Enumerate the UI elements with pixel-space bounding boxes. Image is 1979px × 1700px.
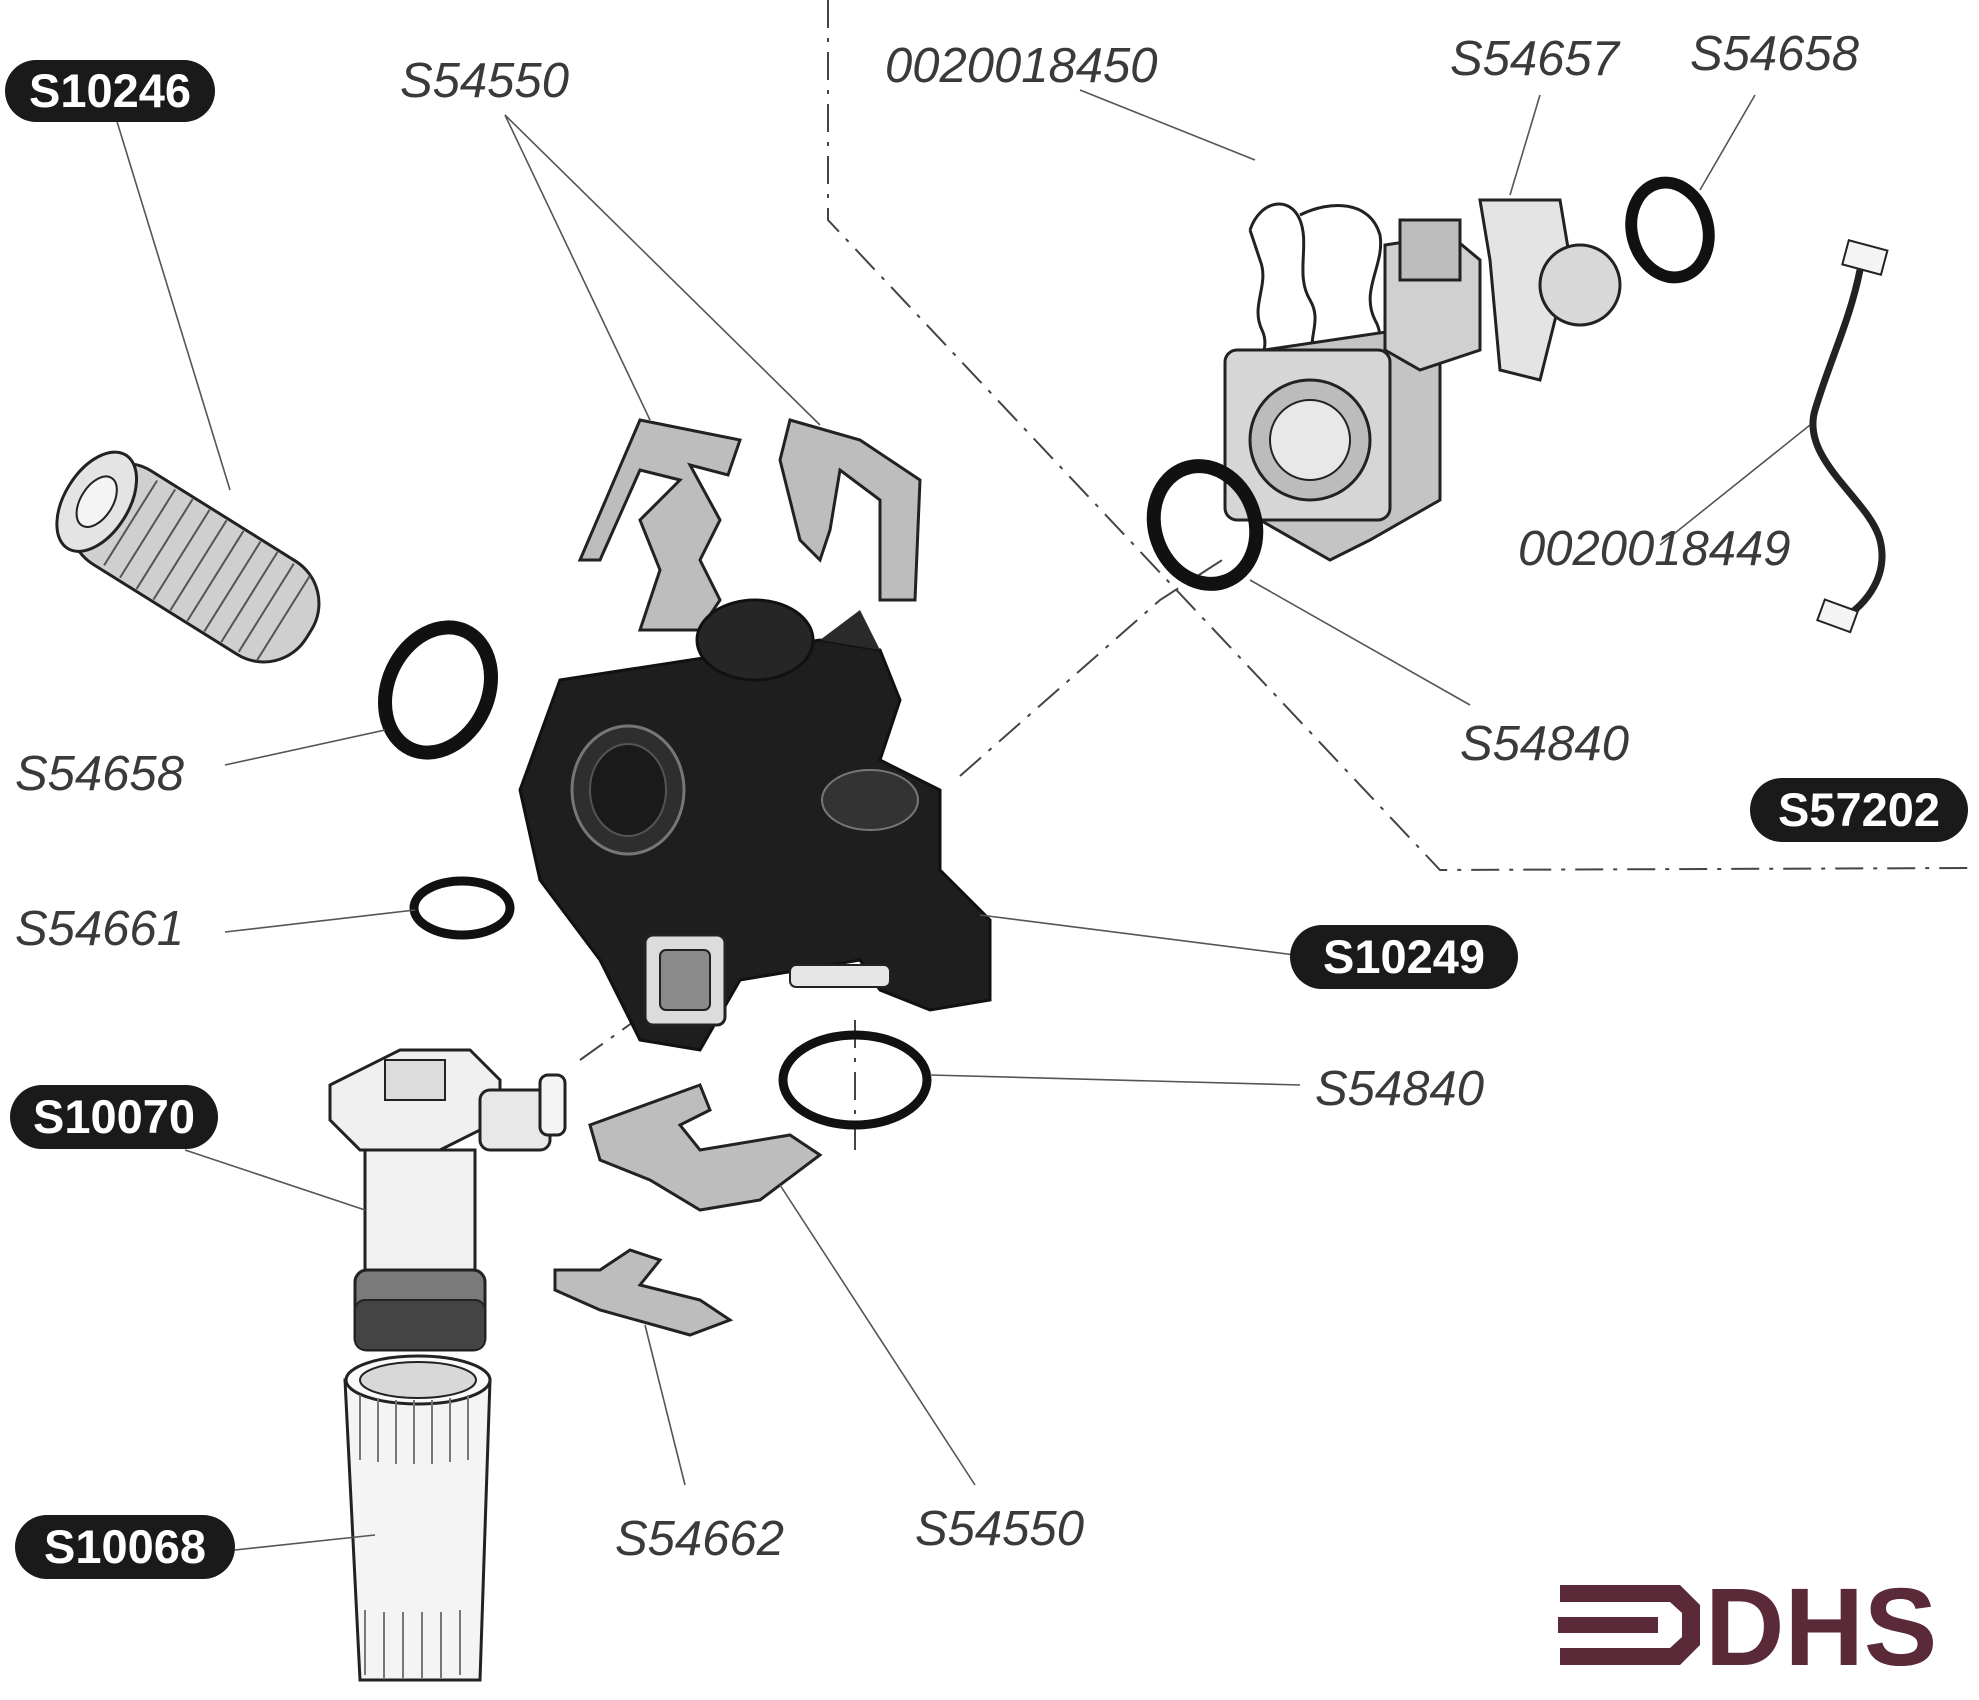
nozzle-cap-s10068: [343, 1354, 492, 1682]
o-ring-s54840-top: [1146, 459, 1264, 591]
label-s57202-text: S57202: [1778, 783, 1940, 836]
o-ring-s54658-top: [1625, 176, 1715, 284]
label-s10070-text: S10070: [33, 1090, 195, 1143]
label-s54658-left: S54658: [15, 747, 184, 801]
label-s10070: S10070: [10, 1085, 218, 1149]
label-s10249-text: S10249: [1323, 930, 1485, 983]
dhs-logo: DHS: [1558, 1566, 1937, 1689]
cable-0020018449: [1809, 239, 1889, 634]
dhs-logo-mark: [1560, 1585, 1700, 1665]
label-0020018450: 0020018450: [885, 39, 1158, 93]
label-s10246: S10246: [5, 60, 215, 122]
clips-s54550-top: [577, 418, 922, 632]
leader-lines: [114, 89, 1811, 1551]
dhs-logo-text: DHS: [1705, 1566, 1937, 1689]
filter-cartridge: [55, 450, 321, 664]
label-s54550-bottom: S54550: [915, 1502, 1084, 1556]
label-s10246-text: S10246: [29, 64, 191, 117]
label-s54550-top: S54550: [400, 54, 569, 108]
actuator-s54657: [1223, 198, 1622, 562]
o-ring-s54840-middle: [778, 1030, 932, 1130]
clip-s54662: [553, 1248, 734, 1337]
fitting-s10070: [328, 1048, 567, 1352]
label-s54658-top: S54658: [1690, 27, 1859, 81]
o-ring-s54658-left: [378, 620, 498, 760]
label-s10068-text: S10068: [44, 1520, 206, 1573]
valve-body-s10249: [518, 598, 992, 1052]
label-s54661: S54661: [15, 902, 184, 956]
label-s57202: S57202: [1750, 778, 1968, 842]
clip-s54550-bottom: [588, 1083, 823, 1212]
label-s10249: S10249: [1290, 925, 1518, 989]
label-s54840-middle: S54840: [1315, 1062, 1484, 1116]
o-ring-s54661: [409, 876, 515, 940]
label-s10068: S10068: [15, 1515, 235, 1579]
label-s54657: S54657: [1450, 32, 1621, 86]
label-0020018449: 0020018449: [1518, 522, 1791, 576]
label-s54662: S54662: [615, 1512, 784, 1566]
label-s54840-top: S54840: [1460, 717, 1629, 771]
